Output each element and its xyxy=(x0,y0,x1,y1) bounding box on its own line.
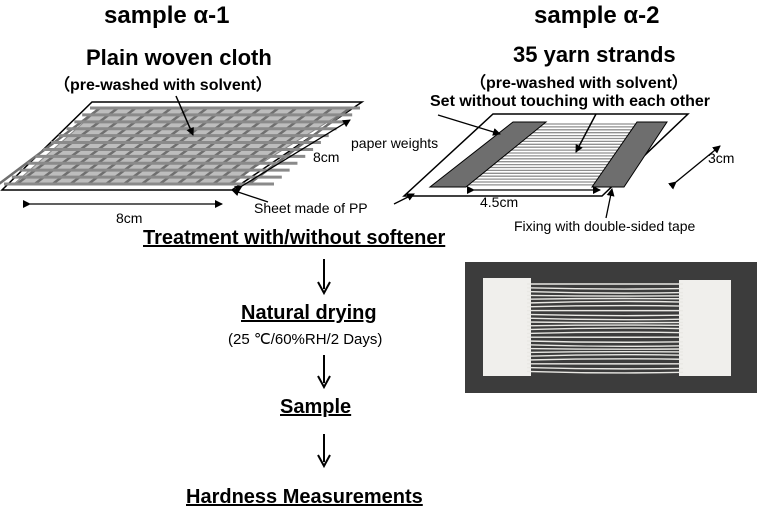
cloth-pointer-arrow xyxy=(175,95,194,136)
yarn-pointer-arrow xyxy=(575,113,597,153)
weights-pointer-arrow xyxy=(437,114,501,136)
sample-b-title: sample α-2 xyxy=(534,2,660,29)
sample-b-heading: 35 yarn strands xyxy=(513,42,676,67)
pp-sheet-pointer-a xyxy=(231,188,269,203)
sample-a-heading: Plain woven cloth xyxy=(86,45,272,70)
dim-width-a-label: 8cm xyxy=(116,210,143,226)
flow-step-drying: Natural drying xyxy=(241,302,377,324)
dim-length-b-label: 3cm xyxy=(708,150,735,166)
dim-span-b-label: 4.5cm xyxy=(480,194,519,210)
paper-weights-label: paper weights xyxy=(351,135,439,151)
flow-step-hardness: Hardness Measurements xyxy=(186,486,423,508)
dim-depth-a-label: 8cm xyxy=(313,149,340,165)
tape-pointer-arrow xyxy=(605,188,615,219)
sample-photo xyxy=(465,262,757,393)
dim-arrow-length-b xyxy=(668,145,721,190)
paper-weight-right xyxy=(591,121,668,188)
flow-step-treatment: Treatment with/without softener xyxy=(143,227,446,249)
paper-weight-left xyxy=(428,121,548,188)
sample-a-title: sample α-1 xyxy=(104,2,230,29)
pp-sheet-label: Sheet made of PP xyxy=(254,200,368,216)
flow-arrow-1 xyxy=(317,259,331,296)
photo-tape-right xyxy=(679,280,731,376)
flow-step-drying-note: (25 ℃/60%RH/2 Days) xyxy=(228,331,383,348)
sample-b-note: （pre-washed with solvent） xyxy=(470,75,688,92)
flow-step-sample: Sample xyxy=(280,396,352,418)
flow-arrow-3 xyxy=(317,434,331,469)
flow-arrow-2 xyxy=(317,355,331,390)
dim-arrow-depth-a xyxy=(233,119,351,194)
photo-tape-left xyxy=(483,278,531,376)
sample-b-note2: Set without touching with each other xyxy=(430,93,710,110)
pp-sheet-pointer-b xyxy=(393,193,415,205)
tape-label: Fixing with double-sided tape xyxy=(514,218,696,234)
sample-a-note: （pre-washed with solvent） xyxy=(54,77,272,94)
